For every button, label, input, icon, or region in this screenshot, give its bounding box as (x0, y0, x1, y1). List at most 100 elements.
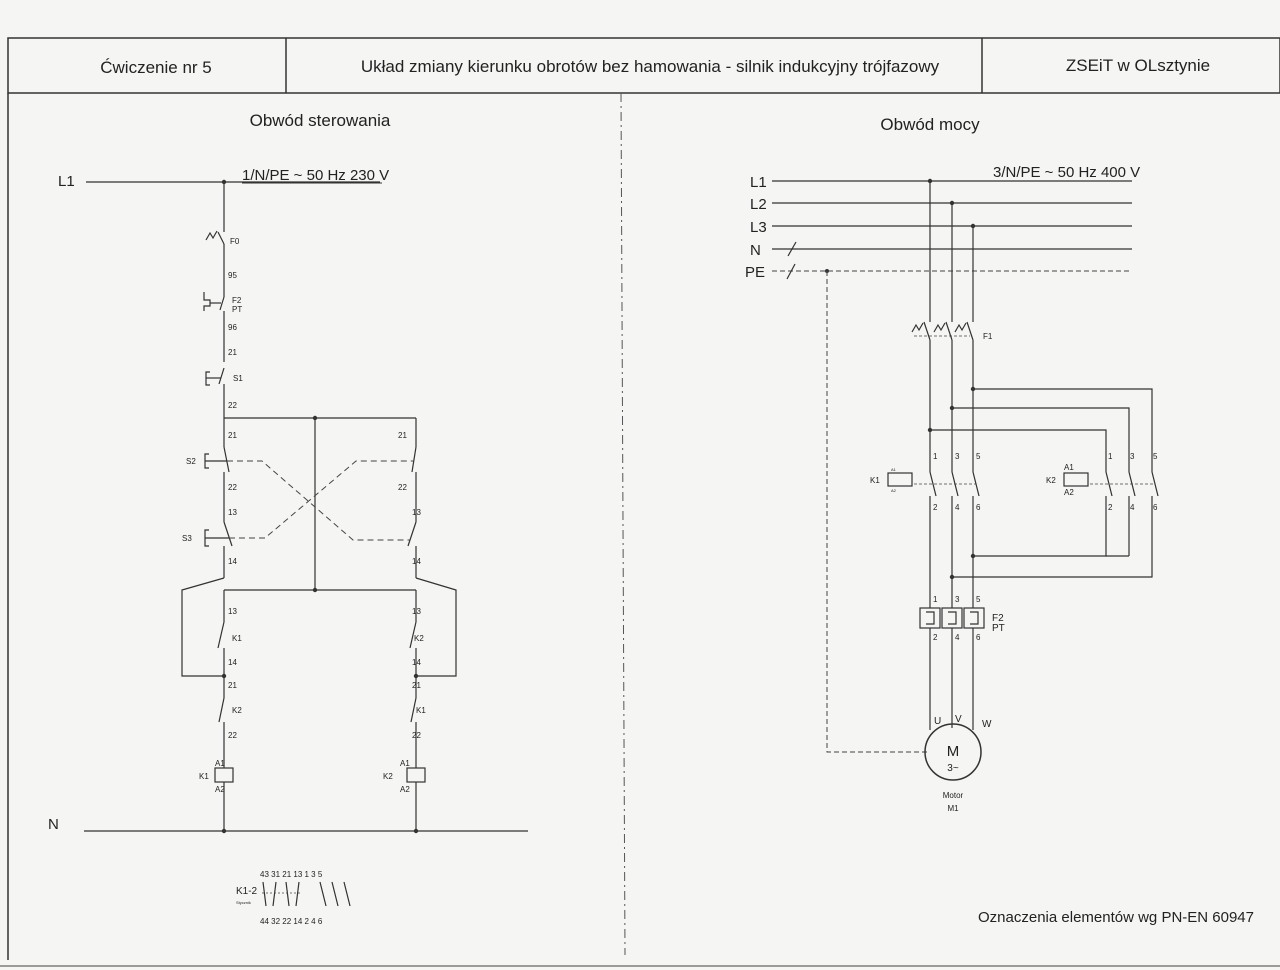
svg-text:1: 1 (933, 452, 938, 461)
term-22-s1: 22 (228, 401, 237, 410)
svg-text:A2: A2 (891, 488, 897, 493)
s1-label: S1 (233, 374, 243, 383)
f0-fuse-switch: F0 (205, 230, 240, 292)
k1-hold-label: K1 (232, 634, 242, 643)
svg-text:6: 6 (976, 633, 981, 642)
term-95: 95 (228, 271, 237, 280)
exercise-number: Ćwiczenie nr 5 (100, 58, 212, 77)
term-21-right: 21 (398, 431, 407, 440)
k2-a2: A2 (400, 785, 410, 794)
title-block: Ćwiczenie nr 5 Układ zmiany kierunku obr… (7, 37, 1280, 94)
term-13-s3: 13 (228, 508, 237, 517)
power-title: Obwód mocy (880, 115, 980, 134)
svg-text:1: 1 (1108, 452, 1113, 461)
contactor-legend: 43 31 21 13 1 3 5 K1-2 Stycznik 44 32 22… (236, 870, 351, 926)
control-l1-label: L1 (58, 173, 75, 190)
power-pe-label: PE (745, 264, 765, 281)
f0-label: F0 (230, 237, 240, 246)
svg-text:4: 4 (1130, 503, 1135, 512)
f2-thermal-contact: F2 PT (203, 292, 242, 362)
svg-text:4: 4 (955, 633, 960, 642)
legend-top-numbers: 43 31 21 13 1 3 5 (260, 870, 323, 879)
svg-text:6: 6 (1153, 503, 1158, 512)
f2-pt-label: PT (232, 305, 242, 314)
control-circuit: Obwód sterowania L1 1/N/PE ~ 50 Hz 230 V… (48, 111, 528, 926)
s1-stop-button: S1 (205, 367, 243, 418)
svg-text:A2: A2 (1064, 488, 1074, 497)
legend-small-text: Stycznik (236, 900, 251, 905)
motor-u: U (934, 716, 941, 727)
svg-text:5: 5 (976, 595, 981, 604)
k2-coil-label: K2 (383, 772, 393, 781)
power-k2-label: K2 (1046, 476, 1056, 485)
mech-link-s2 (227, 460, 410, 541)
legend-name: K1-2 (236, 886, 258, 897)
k1-a1: A1 (215, 759, 225, 768)
svg-text:5: 5 (976, 452, 981, 461)
motor-w: W (982, 719, 992, 730)
k2-coil: A1 A2 K2 (383, 759, 426, 794)
motor-caption: Motor (943, 791, 964, 800)
power-l3-label: L3 (750, 219, 767, 236)
motor-v: V (955, 714, 962, 725)
mech-link-s3 (229, 460, 414, 539)
s3-label: S3 (182, 534, 192, 543)
term-22-k2: 22 (228, 731, 237, 740)
term-14-s3: 14 (228, 557, 237, 566)
s2-label: S2 (186, 457, 196, 466)
power-k1-label: K1 (870, 476, 880, 485)
svg-text:A1: A1 (1064, 463, 1074, 472)
power-l1-label: L1 (750, 174, 767, 191)
control-supply-label: 1/N/PE ~ 50 Hz 230 V (242, 167, 389, 184)
svg-text:6: 6 (976, 503, 981, 512)
term-13-k1: 13 (228, 607, 237, 616)
term-96: 96 (228, 323, 237, 332)
term-21-k2: 21 (228, 681, 237, 690)
k2-interlock-label: K2 (232, 706, 242, 715)
f1-breaker: F1 (911, 321, 993, 341)
sheet-title: Układ zmiany kierunku obrotów bez hamowa… (361, 57, 940, 76)
power-f2-label: F2 (992, 613, 1004, 624)
power-supply-label: 3/N/PE ~ 50 Hz 400 V (993, 164, 1140, 181)
power-f2-pt-label: PT (992, 623, 1005, 634)
k2-hold-label: K2 (414, 634, 424, 643)
motor-m1: M 3~ U V W Motor M1 (924, 714, 992, 813)
term-14-right: 14 (412, 557, 421, 566)
control-title: Obwód sterowania (250, 111, 391, 130)
motor-m-label: M (947, 743, 960, 760)
svg-text:4: 4 (955, 503, 960, 512)
term-22-right: 22 (398, 483, 407, 492)
power-circuit: Obwód mocy 3/N/PE ~ 50 Hz 400 V L1 L2 L3… (745, 115, 1254, 926)
control-n-label: N (48, 816, 59, 833)
term-21-s2: 21 (228, 431, 237, 440)
k1-a2: A2 (215, 785, 225, 794)
motor-phase-label: 3~ (947, 763, 959, 774)
svg-text:3: 3 (955, 595, 960, 604)
svg-text:1: 1 (933, 595, 938, 604)
svg-text:5: 5 (1153, 452, 1158, 461)
s3-button: S3 (182, 521, 233, 547)
f2-label: F2 (232, 296, 242, 305)
k1-interlock-label: K1 (416, 706, 426, 715)
legend-bottom-numbers: 44 32 22 14 2 4 6 (260, 917, 323, 926)
k1-coil-label: K1 (199, 772, 209, 781)
k1-coil: A1 A2 K1 (199, 759, 234, 794)
motor-id: M1 (947, 804, 959, 813)
term-13-right: 13 (412, 508, 421, 517)
svg-text:3: 3 (955, 452, 960, 461)
term-14-k2: 14 (412, 658, 421, 667)
term-22-k1: 22 (412, 731, 421, 740)
f2-thermal-relay: 1 3 5 2 4 6 F2 PT (919, 595, 1005, 642)
svg-text:A1: A1 (891, 467, 897, 472)
svg-text:2: 2 (1108, 503, 1113, 512)
k2-main-contacts: 1 3 5 2 4 6 K2 A1 A2 (1046, 452, 1159, 512)
k1-main-contacts: 1 3 5 2 4 6 K1 A1 A2 (870, 452, 981, 512)
term-21-k1: 21 (412, 681, 421, 690)
pe-conductor (826, 271, 928, 753)
term-21-s1: 21 (228, 348, 237, 357)
school-name: ZSEiT w OLsztynie (1066, 56, 1210, 75)
svg-text:2: 2 (933, 503, 938, 512)
power-n-label: N (750, 242, 761, 259)
term-13-k2: 13 (412, 607, 421, 616)
